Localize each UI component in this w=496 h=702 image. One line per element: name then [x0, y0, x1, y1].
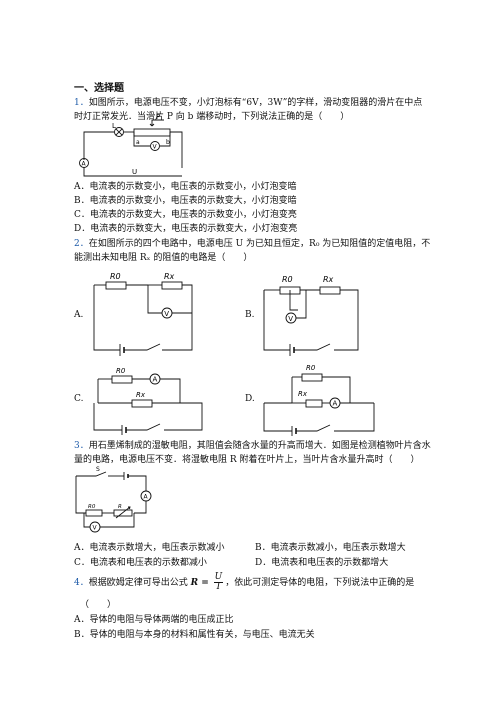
- q2a-r0: R0: [110, 272, 121, 281]
- q4-formula-numerator: U: [213, 572, 224, 583]
- q2a-v: V: [164, 310, 169, 318]
- q2-option-d-label[interactable]: D.: [245, 394, 255, 404]
- q1-option-b[interactable]: B．电流表的示数变小，电压表的示数变大，小灯泡变暗: [74, 196, 297, 206]
- q2b-v: V: [288, 315, 293, 323]
- q3-line2: 量的电路，电源电压不变．将湿敏电阻 R 附着在叶片上，当叶片含水量升高时（ ）: [74, 455, 420, 465]
- q1-label-L: L: [112, 122, 116, 130]
- q2c-a: A: [153, 376, 158, 384]
- q2a-rx: Rx: [164, 272, 175, 281]
- q4-text-pre: 根据欧姆定律可导出公式: [88, 578, 188, 588]
- q4-option-a[interactable]: A．导体的电阻与导体两端的电压成正比: [74, 615, 234, 625]
- q3-number: 3．: [74, 441, 89, 451]
- q3-label-A: A: [144, 494, 149, 501]
- q2-option-a-label[interactable]: A.: [74, 310, 84, 320]
- q2b-r0: R0: [282, 275, 293, 284]
- q1-line2: 时灯正常发光．当滑片 P 向 b 端移动时，下列说法正确的是（ ）: [74, 112, 350, 122]
- q2-circuit-c[interactable]: R0 A Rx: [92, 365, 207, 435]
- q1-label-b: b: [166, 139, 170, 146]
- q2-line2: 能测出未知电阻 Rₓ 的阻值的电路是（ ）: [74, 253, 253, 263]
- q2-option-c-label[interactable]: C.: [74, 394, 84, 404]
- q4-paren: （ ）: [80, 600, 117, 610]
- q2-circuit-b[interactable]: R0 Rx V: [262, 270, 377, 356]
- q3-label-R0: R0: [88, 504, 96, 510]
- q3-label-S: S: [96, 466, 100, 473]
- q3-option-d[interactable]: D．电流表和电压表的示数都增大: [255, 558, 389, 568]
- section-title: 一、选择题: [74, 83, 124, 94]
- q4-option-b[interactable]: B．导体的电阻与本身的材料和属性有关，与电压、电流无关: [74, 630, 315, 640]
- q2-circuit-d[interactable]: R0 Rx A: [262, 364, 377, 436]
- q4-text-post: ，依此可测定导体的电阻，下列说法中正确的是: [225, 578, 415, 588]
- q2c-rx: Rx: [136, 391, 146, 399]
- q1-line1: 1．如图所示，电源电压不变，小灯泡标有“6V，3W”的字样，滑动变阻器的滑片在中…: [74, 97, 422, 109]
- q1-circuit-diagram: L P a b V A U: [79, 113, 183, 177]
- q3-line1: 3．用石墨烯制成的湿敏电阻，其阻值会随含水量的升高而增大．如图是检测植物叶片含水: [74, 440, 431, 452]
- q2-text-1: 在如图所示的四个电路中，电源电压 U 为已知且恒定，R₀ 为已知阻值的定值电阻，…: [88, 239, 431, 249]
- q1-text-1: 如图所示，电源电压不变，小灯泡标有“6V，3W”的字样，滑动变阻器的滑片在中点: [88, 98, 423, 108]
- q2-line1: 2．在如图所示的四个电路中，电源电压 U 为已知且恒定，R₀ 为已知阻值的定值电…: [74, 238, 430, 250]
- q1-label-A: A: [82, 161, 87, 168]
- q3-option-a[interactable]: A．电流表示数增大，电压表示数减小: [74, 543, 225, 553]
- q2-option-b-label[interactable]: B.: [245, 310, 255, 320]
- q3-option-c[interactable]: C．电流表和电压表的示数都减小: [74, 558, 207, 568]
- q2-number: 2．: [74, 239, 89, 249]
- q2c-r0: R0: [116, 367, 126, 375]
- q3-option-b[interactable]: B．电流表示数减小，电压表示数增大: [255, 543, 406, 553]
- q3-label-V: V: [93, 525, 98, 532]
- q1-label-U: U: [132, 168, 137, 176]
- q4-formula-lhs: R =: [190, 578, 209, 588]
- q2d-rx: Rx: [298, 390, 308, 398]
- q1-number: 1．: [74, 98, 89, 108]
- q2d-r0: R0: [306, 364, 316, 372]
- q1-label-P: P: [156, 113, 160, 121]
- q3-text-1: 用石墨烯制成的湿敏电阻，其阻值会随含水量的升高而增大．如图是检测植物叶片含水: [88, 441, 431, 451]
- q2-circuit-a[interactable]: R0 Rx V: [92, 270, 207, 356]
- q4-formula-denominator: I: [216, 582, 221, 592]
- q1-label-a: a: [136, 139, 140, 146]
- q1-option-c[interactable]: C．电流表的示数变大，电压表的示数变小，小灯泡变亮: [74, 210, 297, 220]
- q1-option-a[interactable]: A．电流表的示数变小，电压表的示数变小，小灯泡变暗: [74, 182, 297, 192]
- q4-number: 4．: [74, 578, 89, 588]
- q3-circuit-diagram: S A R0 R V: [75, 466, 152, 533]
- q1-option-d[interactable]: D．电流表的示数变大，电压表的示数变大，小灯泡变亮: [74, 224, 298, 234]
- q2b-rx: Rx: [323, 275, 334, 284]
- q1-label-V: V: [153, 144, 158, 151]
- q2d-a: A: [333, 400, 338, 408]
- q3-label-R: R: [118, 504, 122, 510]
